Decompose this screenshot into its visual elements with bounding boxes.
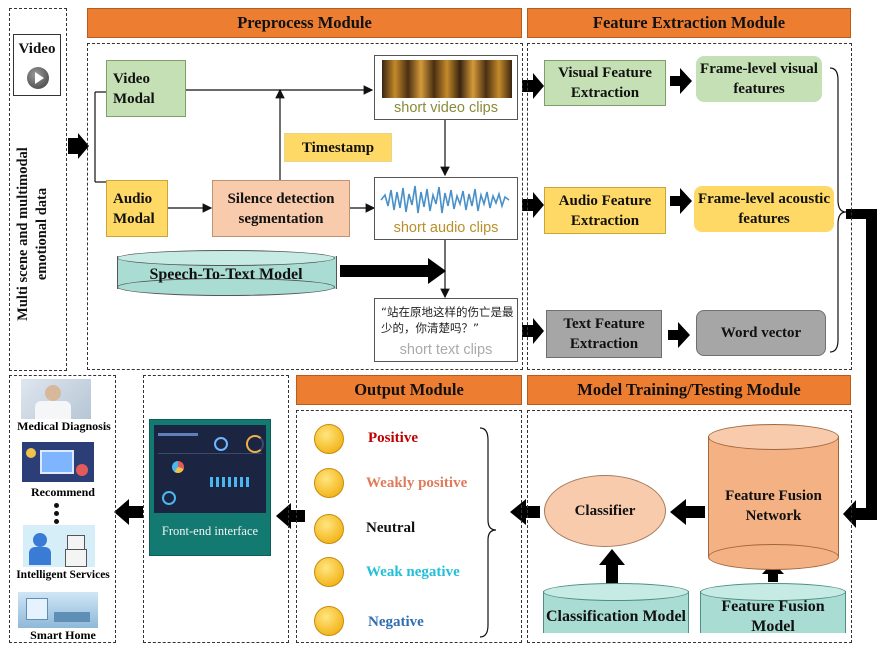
input-panel xyxy=(9,8,67,371)
feature-fusion-network-cylinder: Feature Fusion Network xyxy=(708,422,839,570)
output-module-header: Output Module xyxy=(296,375,522,405)
recommend-image xyxy=(22,442,94,482)
slightly-smiling-face-icon xyxy=(314,514,344,544)
sentiment-weak-negative: Weak negative xyxy=(366,564,460,580)
sentiment-row: Weak negative xyxy=(312,557,512,589)
video-label: Video xyxy=(18,41,56,57)
sentiment-positive: Positive xyxy=(368,430,418,446)
intelligent-services-image xyxy=(23,525,95,567)
intelligent-services-label: Intelligent Services xyxy=(16,569,110,581)
text-quote: “站在原地这样的伤亡是最少的，你清楚吗？” xyxy=(381,305,514,335)
more-dots xyxy=(53,501,61,525)
classification-model-cylinder: Classification Model xyxy=(543,583,689,641)
frame-level-acoustic-features: Frame-level acoustic features xyxy=(694,186,834,232)
sentiment-row: Neutral xyxy=(312,514,512,546)
short-video-caption: short video clips xyxy=(394,100,498,116)
medical-diagnosis-image xyxy=(21,379,91,419)
tired-face-icon xyxy=(314,606,344,636)
applications-panel xyxy=(9,375,116,643)
classification-model-label: Classification Model xyxy=(546,608,686,625)
stt-arrow xyxy=(340,258,446,284)
frontend-panel xyxy=(143,375,289,643)
preprocess-module-header: Preprocess Module xyxy=(87,8,522,38)
thick-arrows xyxy=(68,68,877,584)
model-training-module-header: Model Training/Testing Module xyxy=(527,375,851,405)
fusion-input-arrow xyxy=(843,209,877,528)
short-text-clips-box: “站在原地这样的伤亡是最少的，你清楚吗？” short text clips xyxy=(374,298,518,362)
short-text-caption: short text clips xyxy=(399,342,493,358)
pensive-face-icon xyxy=(314,557,344,587)
stt-model-cylinder: Speech-To-Text Model xyxy=(117,250,337,296)
grinning-face-icon xyxy=(314,424,344,454)
smart-home-image xyxy=(18,592,98,628)
video-input[interactable]: Video xyxy=(13,34,61,96)
video-frames-image xyxy=(382,60,512,98)
frame-level-visual-features: Frame-level visual features xyxy=(696,56,822,102)
preprocess-panel xyxy=(87,43,523,370)
sentiment-neutral: Neutral xyxy=(366,520,416,536)
audio-modal-box: Audio Modal xyxy=(106,180,168,237)
classifier-ellipse: Classifier xyxy=(544,475,666,547)
dashboard-screenshot xyxy=(154,425,266,513)
model-training-panel xyxy=(527,410,852,643)
sentiment-row: Weakly positive xyxy=(312,468,512,500)
classifier-label: Classifier xyxy=(574,503,636,519)
play-icon xyxy=(27,67,49,89)
frontend-label: Front-end interface xyxy=(161,524,259,538)
waveform-image xyxy=(380,185,510,214)
short-video-clips-box: short video clips xyxy=(374,55,518,120)
visual-feature-extraction: Visual Feature Extraction xyxy=(544,60,666,106)
timestamp-box: Timestamp xyxy=(284,133,392,162)
sentiment-negative: Negative xyxy=(368,614,424,630)
sentiment-list: Positive Weakly positive Neutral Weak ne… xyxy=(312,424,512,640)
short-audio-clips-box: short audio clips xyxy=(374,177,518,240)
sentiment-weakly-positive: Weakly positive xyxy=(366,475,468,491)
feature-fusion-model-label: Feature Fusion Model xyxy=(721,598,825,635)
smart-home-label: Smart Home xyxy=(30,628,96,642)
recommend-label: Recommend xyxy=(31,485,95,499)
input-arrow xyxy=(68,133,89,159)
input-side-label: Multi scene and multimodal emotional dat… xyxy=(15,147,50,321)
feature-panel xyxy=(527,43,852,370)
stt-model-label: Speech-To-Text Model xyxy=(149,266,303,283)
output-bracket xyxy=(479,427,497,638)
short-audio-caption: short audio clips xyxy=(393,220,499,236)
silence-detection-box: Silence detection segmentation xyxy=(212,180,350,237)
text-feature-extraction: Text Feature Extraction xyxy=(546,310,662,358)
feature-fusion-model-cylinder: Feature Fusion Model xyxy=(700,583,846,641)
video-modal-box: Video Modal xyxy=(106,60,186,117)
sentiment-row: Positive xyxy=(312,424,512,456)
output-panel xyxy=(296,410,522,643)
fusion-network-label: Feature Fusion Network xyxy=(725,488,822,524)
frontend-interface[interactable]: Front-end interface xyxy=(149,419,271,556)
word-vector-box: Word vector xyxy=(696,310,826,356)
audio-feature-extraction: Audio Feature Extraction xyxy=(544,187,666,234)
smiling-face-icon xyxy=(314,468,344,498)
medical-diagnosis-label: Medical Diagnosis xyxy=(17,419,111,433)
sentiment-row: Negative xyxy=(312,606,512,638)
feature-module-header: Feature Extraction Module xyxy=(527,8,851,38)
